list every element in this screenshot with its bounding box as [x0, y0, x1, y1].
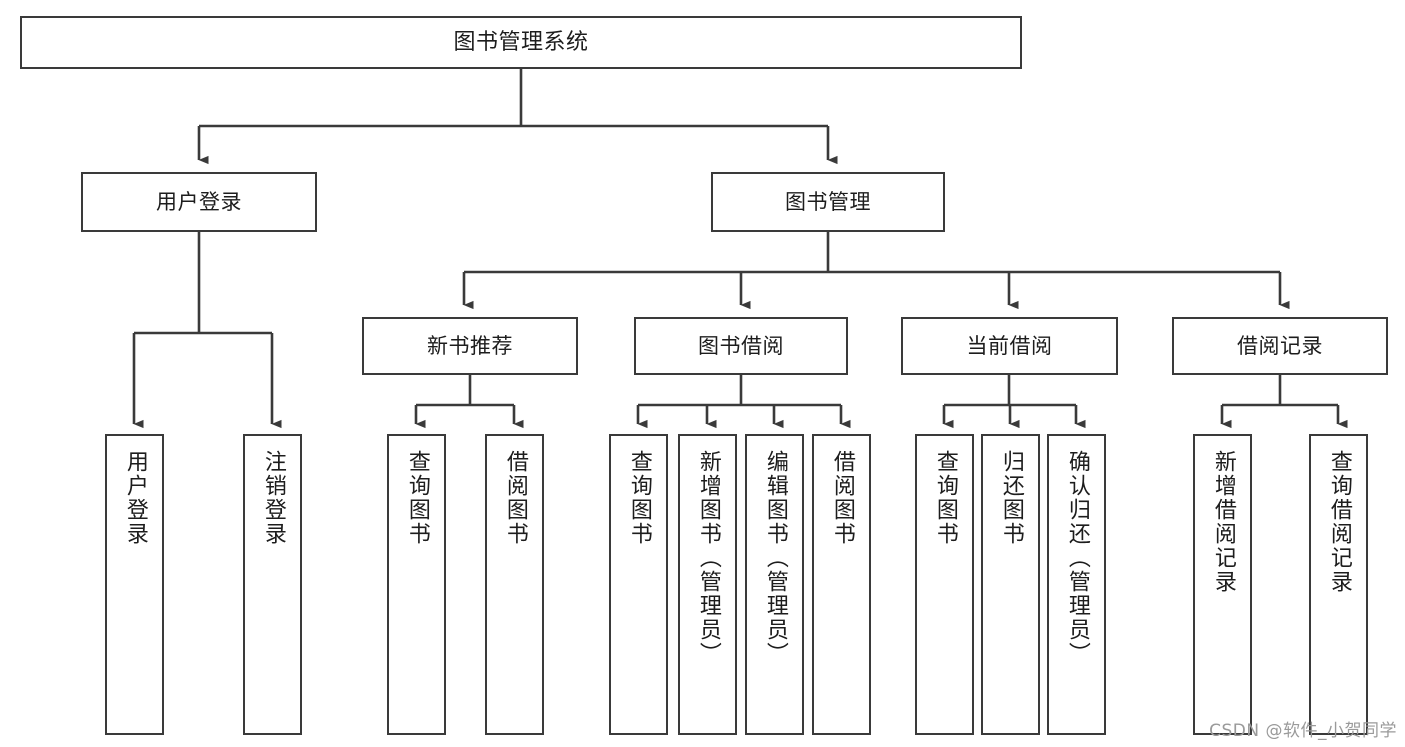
node-root-label: 图书管理系统	[453, 29, 589, 55]
node-new-book-recommend[interactable]: 新书推荐	[362, 317, 578, 375]
node-borrow-record-label: 借阅记录	[1237, 333, 1323, 358]
node-root[interactable]: 图书管理系统	[20, 16, 1022, 69]
node-leaf-query-record-label: 查询借阅记录	[1326, 450, 1352, 594]
watermark: CSDN @软件_小贺同学	[1209, 721, 1397, 741]
node-new-book-recommend-label: 新书推荐	[427, 333, 513, 358]
node-book-borrow[interactable]: 图书借阅	[634, 317, 848, 375]
node-leaf-borrow-book-2-label: 借阅图书	[829, 450, 855, 546]
node-leaf-add-book[interactable]: 新增图书（管理员）	[678, 434, 737, 735]
node-leaf-edit-book-label: 编辑图书（管理员）	[762, 450, 788, 666]
node-leaf-borrow-book-1[interactable]: 借阅图书	[485, 434, 544, 735]
node-borrow-record[interactable]: 借阅记录	[1172, 317, 1388, 375]
node-leaf-query-record[interactable]: 查询借阅记录	[1309, 434, 1368, 735]
node-book-borrow-label: 图书借阅	[698, 333, 784, 358]
node-leaf-borrow-book-1-label: 借阅图书	[502, 450, 528, 546]
node-leaf-return-book[interactable]: 归还图书	[981, 434, 1040, 735]
node-leaf-add-book-label: 新增图书（管理员）	[695, 450, 721, 666]
node-user-login-label: 用户登录	[156, 189, 242, 214]
node-leaf-confirm-return[interactable]: 确认归还（管理员）	[1047, 434, 1106, 735]
node-current-borrow-label: 当前借阅	[966, 333, 1053, 358]
node-leaf-return-book-label: 归还图书	[998, 450, 1024, 546]
node-leaf-query-book-1-label: 查询图书	[404, 450, 430, 546]
node-leaf-user-login-label: 用户登录	[122, 450, 148, 546]
node-leaf-user-login[interactable]: 用户登录	[105, 434, 164, 735]
node-leaf-confirm-return-label: 确认归还（管理员）	[1064, 450, 1090, 666]
node-leaf-logout[interactable]: 注销登录	[243, 434, 302, 735]
node-leaf-query-book-2[interactable]: 查询图书	[609, 434, 668, 735]
node-leaf-query-book-2-label: 查询图书	[626, 450, 652, 546]
node-leaf-add-record-label: 新增借阅记录	[1210, 450, 1236, 594]
node-leaf-logout-label: 注销登录	[260, 450, 286, 546]
node-user-login[interactable]: 用户登录	[81, 172, 317, 232]
node-book-manage[interactable]: 图书管理	[711, 172, 945, 232]
node-leaf-query-book-3[interactable]: 查询图书	[915, 434, 974, 735]
node-book-manage-label: 图书管理	[785, 189, 871, 214]
node-leaf-query-book-1[interactable]: 查询图书	[387, 434, 446, 735]
node-leaf-edit-book[interactable]: 编辑图书（管理员）	[745, 434, 804, 735]
node-leaf-query-book-3-label: 查询图书	[932, 450, 958, 546]
node-leaf-add-record[interactable]: 新增借阅记录	[1193, 434, 1252, 735]
node-leaf-borrow-book-2[interactable]: 借阅图书	[812, 434, 871, 735]
node-current-borrow[interactable]: 当前借阅	[901, 317, 1118, 375]
